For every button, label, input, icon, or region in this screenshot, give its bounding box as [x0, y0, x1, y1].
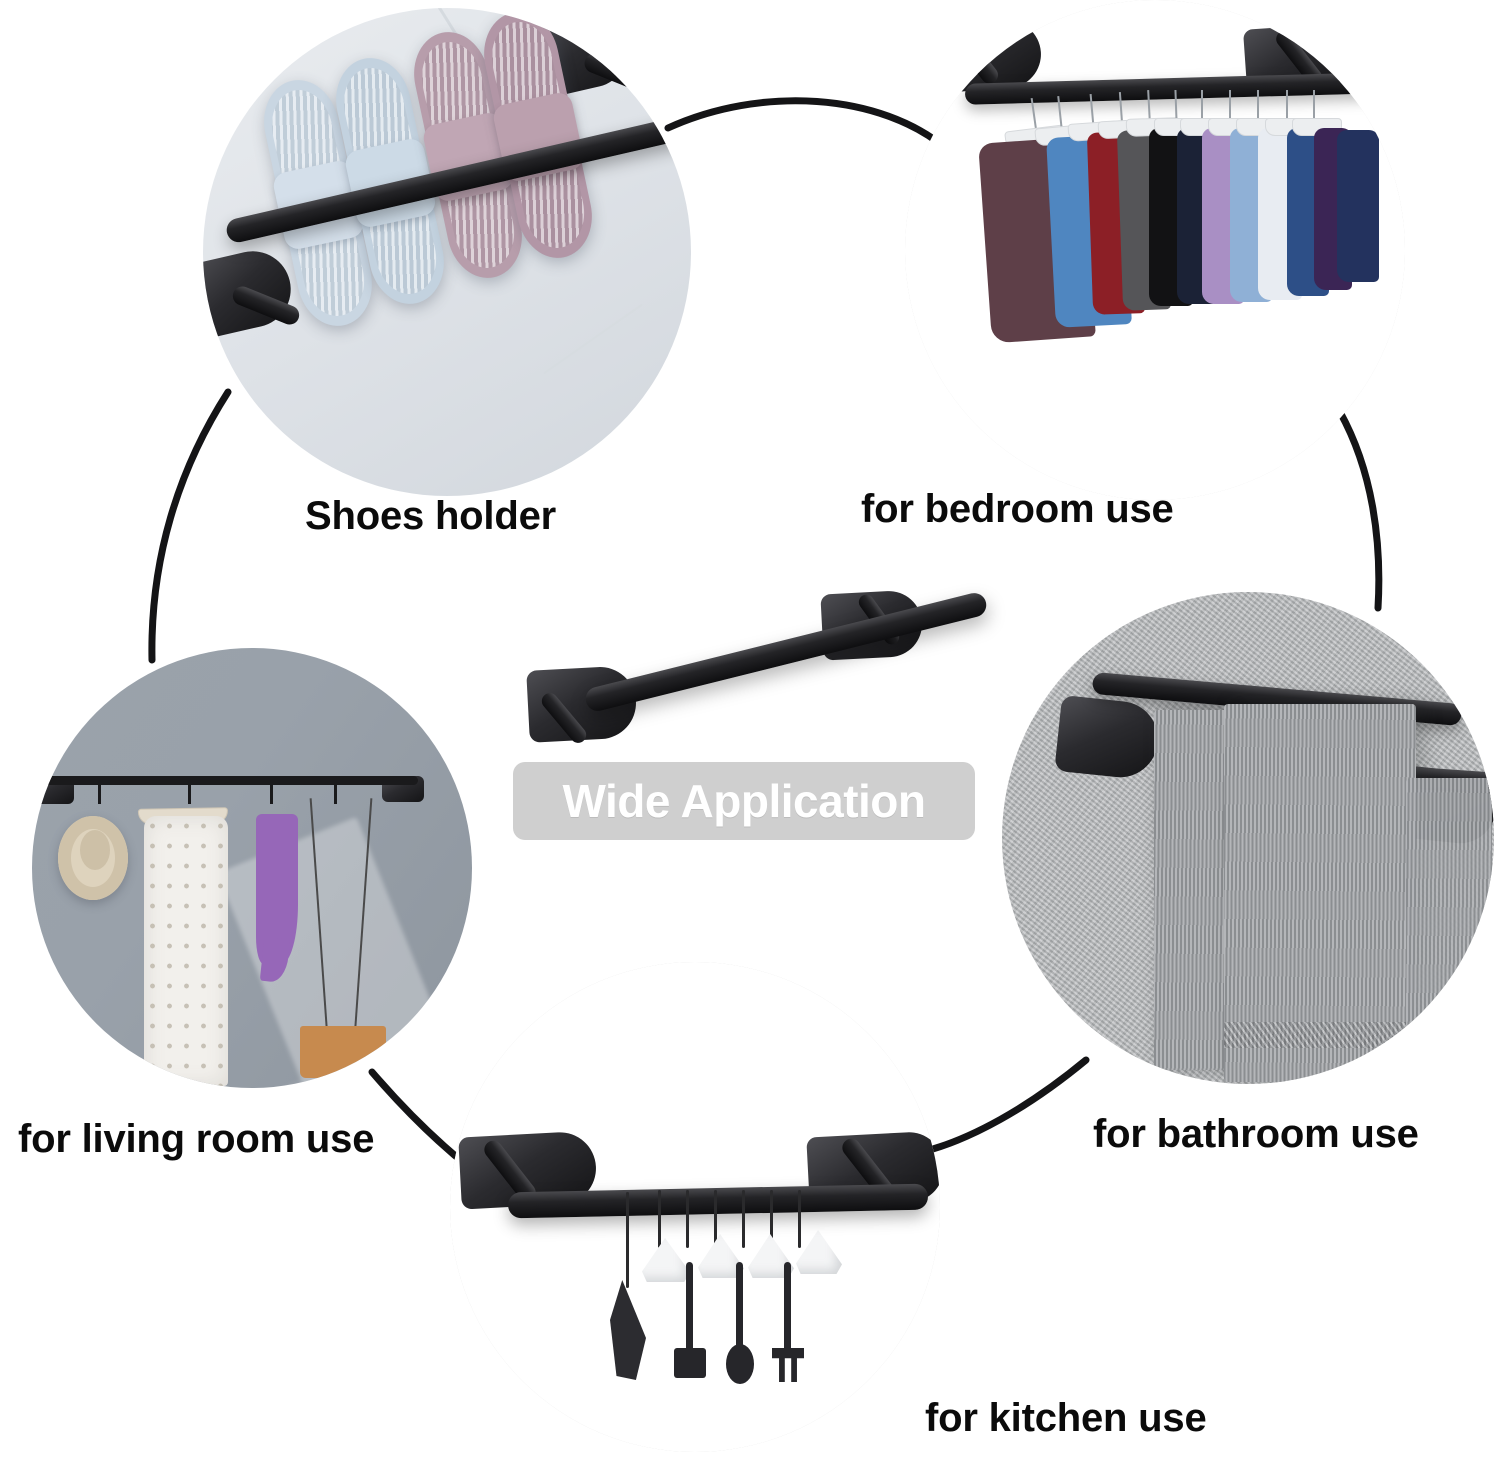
rail-hook	[334, 782, 337, 804]
spoon-handle	[736, 1262, 743, 1356]
living-room-scene	[32, 648, 472, 1088]
kitchen-scene	[450, 962, 940, 1452]
rail-hook	[188, 782, 191, 804]
rail-hook	[270, 782, 273, 804]
hanger-wire	[1257, 90, 1259, 122]
hanger-wire	[1229, 90, 1231, 122]
wide-application-text: Wide Application	[562, 775, 927, 827]
fork-handle	[784, 1262, 791, 1356]
label-shoes-holder: Shoes holder	[305, 494, 556, 538]
hanger-wire	[1313, 90, 1315, 122]
dish-cloth	[610, 1280, 646, 1380]
s-hook	[658, 1190, 661, 1248]
s-hook	[686, 1190, 689, 1248]
s-hook	[770, 1190, 773, 1248]
label-kitchen-use: for kitchen use	[925, 1396, 1207, 1440]
s-hook	[714, 1190, 717, 1248]
bubble-kitchen[interactable]	[450, 962, 940, 1452]
bath-towel	[1154, 710, 1232, 1070]
label-living-room-use: for living room use	[18, 1117, 375, 1161]
bubble-shoes-holder[interactable]	[203, 8, 691, 496]
clothes-rail	[40, 776, 418, 785]
spatula-handle	[686, 1262, 693, 1356]
bubble-bathroom[interactable]	[1002, 592, 1494, 1084]
label-bedroom-use: for bedroom use	[861, 487, 1174, 531]
s-hook	[798, 1190, 801, 1248]
bubble-bedroom[interactable]	[905, 0, 1405, 500]
towel-hem	[1224, 1022, 1416, 1048]
floral-dress	[144, 816, 228, 1086]
towel-fold-right	[1406, 778, 1492, 1078]
hanger-wire	[1201, 90, 1203, 122]
hand-towel	[1224, 704, 1416, 1082]
t-shirt	[1337, 130, 1379, 282]
wide-application-badge: Wide Application	[513, 762, 975, 840]
cup	[796, 1230, 842, 1274]
cup	[642, 1238, 690, 1282]
bathroom-scene	[1002, 592, 1494, 1084]
bubble-living-room[interactable]	[32, 648, 472, 1088]
bedroom-scene	[905, 0, 1405, 500]
shoes-scene	[203, 8, 691, 496]
spatula-head	[674, 1348, 706, 1378]
hat-crown	[80, 830, 110, 870]
hero-bar-tube	[583, 590, 989, 714]
dress-pattern	[144, 816, 228, 1086]
spoon-bowl	[726, 1344, 754, 1384]
label-bathroom-use: for bathroom use	[1093, 1112, 1419, 1156]
hero-product-towel-bar	[520, 588, 996, 774]
fork-head	[772, 1348, 804, 1382]
s-hook	[742, 1190, 745, 1248]
rail-hook	[98, 782, 101, 804]
hanger-wire	[1286, 90, 1288, 122]
marble-vein	[543, 303, 643, 375]
s-hook	[626, 1192, 629, 1288]
tan-bag	[300, 1026, 386, 1078]
